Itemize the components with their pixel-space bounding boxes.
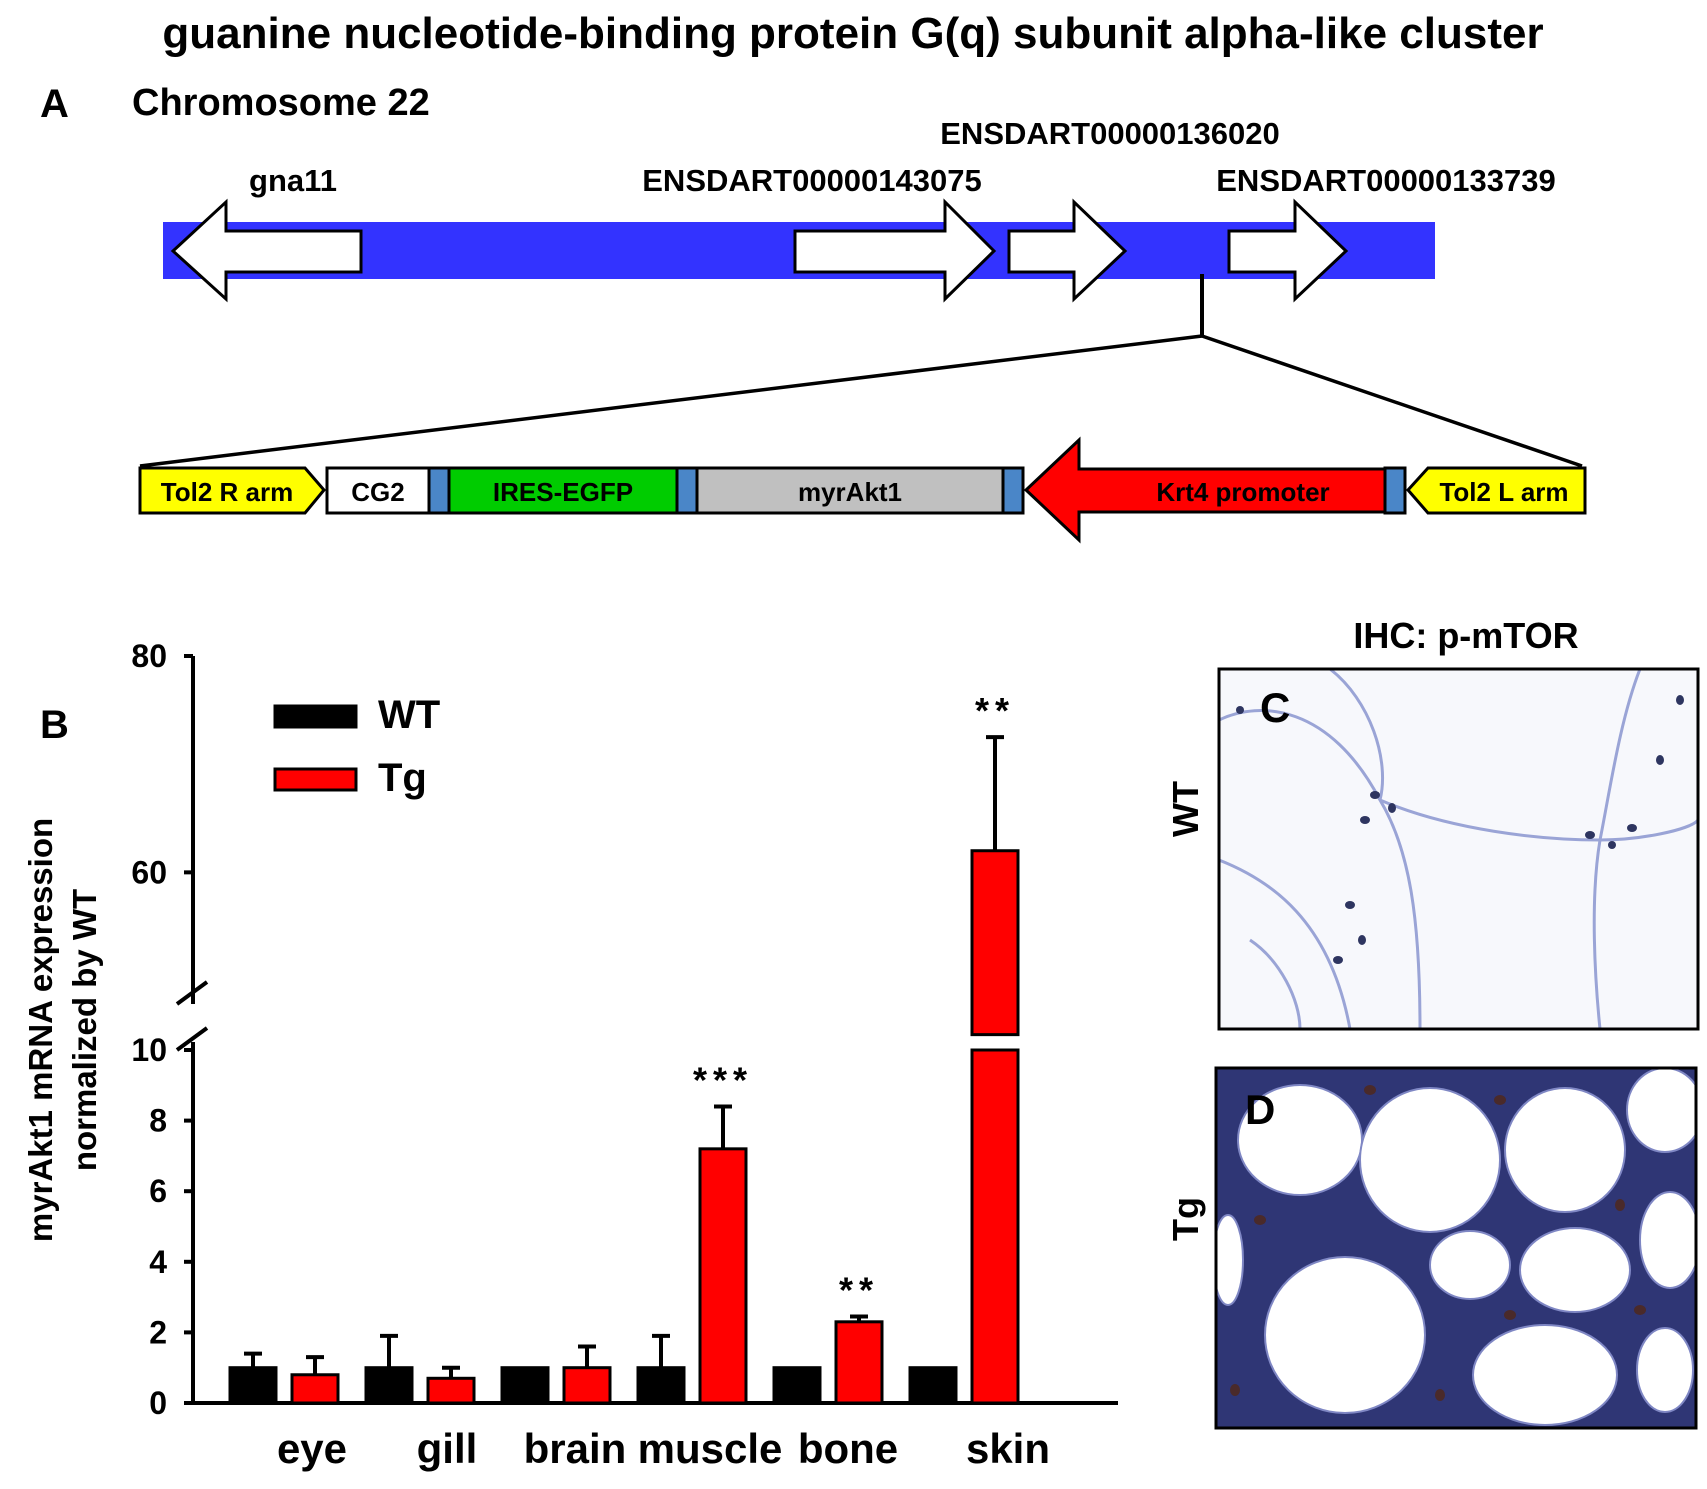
construct-tol2-r-arm <box>138 466 326 515</box>
significance-bone: ** <box>839 1270 879 1311</box>
bar-tg-brain <box>562 1366 612 1405</box>
bar-tg-skin-upper <box>970 849 1020 1037</box>
chromosome-label: Chromosome 22 <box>132 82 430 124</box>
bar-wt-gill <box>364 1366 414 1405</box>
panel-a-letter: A <box>40 82 69 126</box>
panel-c-row-label: WT <box>1165 781 1206 837</box>
y-axis-label-line-1: myrAkt1 mRNA expression <box>22 818 59 1242</box>
x-tick-label-gill: gill <box>417 1425 478 1472</box>
legend-swatch-tg <box>273 767 358 792</box>
x-tick-label-brain: brain <box>524 1425 627 1472</box>
axis-break-mark <box>175 980 209 1006</box>
gene-label-gna11: gna11 <box>249 163 337 198</box>
construct-ires-egfp <box>447 466 679 515</box>
y-tick-label: 2 <box>149 1314 167 1350</box>
micrograph-wt <box>1217 667 1700 1031</box>
bar-wt-muscle <box>636 1366 686 1405</box>
expansion-line-right <box>1201 334 1583 468</box>
panel-d-letter: D <box>1245 1086 1275 1133</box>
bar-wt-eye <box>228 1366 278 1405</box>
y-axis-label-line-2: normalized by WT <box>66 889 103 1171</box>
construct-cg2-label: CG2 <box>351 477 404 507</box>
gene-arrow-gna11 <box>170 198 363 303</box>
gene-label-ensdart00000133739: ENSDART00000133739 <box>1216 163 1556 198</box>
x-tick-label-skin: skin <box>966 1425 1050 1472</box>
y-tick-label: 0 <box>149 1385 167 1421</box>
y-tick-label: 4 <box>149 1244 167 1280</box>
significance-muscle: *** <box>693 1059 753 1100</box>
panel-c-letter: C <box>1260 684 1290 731</box>
legend-label-tg: Tg <box>378 756 427 800</box>
x-tick-label-eye: eye <box>277 1425 347 1472</box>
construct-tol2-l-arm <box>1405 466 1587 515</box>
gene-arrow-ensdart00000136020 <box>1007 198 1128 303</box>
construct-krt4-promoter <box>1023 436 1387 544</box>
construct-spacer <box>675 466 699 515</box>
y-tick-label: 10 <box>131 1032 167 1068</box>
expansion-line-left <box>139 334 1203 468</box>
bar-tg-muscle <box>698 1147 748 1405</box>
construct-spacer <box>1001 466 1025 515</box>
bar-tg-skin <box>970 1048 1020 1405</box>
gene-arrow-ensdart00000133739 <box>1227 198 1349 303</box>
axis-break-mark <box>175 1026 209 1052</box>
ihc-header: IHC: p-mTOR <box>1353 615 1578 656</box>
construct-spacer <box>1383 466 1407 515</box>
construct-myrakt1 <box>695 466 1005 515</box>
gene-arrow-ensdart00000143075 <box>793 198 997 303</box>
micrograph-tg <box>1214 1066 1698 1430</box>
legend-label-wt: WT <box>378 693 440 737</box>
construct-spacer <box>427 466 451 515</box>
construct-krt4-promoter-label: Krt4 promoter <box>1156 477 1329 507</box>
construct-tol2-r-arm-label: Tol2 R arm <box>161 477 293 507</box>
bar-wt-brain <box>500 1366 550 1405</box>
construct-myrakt1-label: myrAkt1 <box>798 477 902 507</box>
bar-tg-gill <box>426 1376 476 1405</box>
significance-skin: ** <box>975 690 1015 731</box>
x-tick-label-bone: bone <box>798 1425 898 1472</box>
bar-wt-bone <box>772 1366 822 1405</box>
bar-tg-bone <box>834 1320 884 1405</box>
x-tick-label-muscle: muscle <box>638 1425 783 1472</box>
panel-d-row-label: Tg <box>1165 1197 1206 1241</box>
construct-ires-egfp-label: IRES-EGFP <box>493 477 633 507</box>
gene-label-ensdart00000136020: ENSDART00000136020 <box>940 116 1280 151</box>
y-tick-label: 80 <box>131 638 167 674</box>
y-tick-label: 6 <box>149 1173 167 1209</box>
bar-wt-skin <box>908 1366 958 1405</box>
bar-tg-eye <box>290 1373 340 1405</box>
figure-title: guanine nucleotide-binding protein G(q) … <box>162 9 1543 58</box>
y-tick-label: 60 <box>131 854 167 890</box>
y-tick-label: 8 <box>149 1103 167 1139</box>
panel-b-letter: B <box>40 703 69 747</box>
gene-label-ensdart00000143075: ENSDART00000143075 <box>642 163 982 198</box>
legend-swatch-wt <box>273 704 358 729</box>
construct-tol2-l-arm-label: Tol2 L arm <box>1439 477 1568 507</box>
